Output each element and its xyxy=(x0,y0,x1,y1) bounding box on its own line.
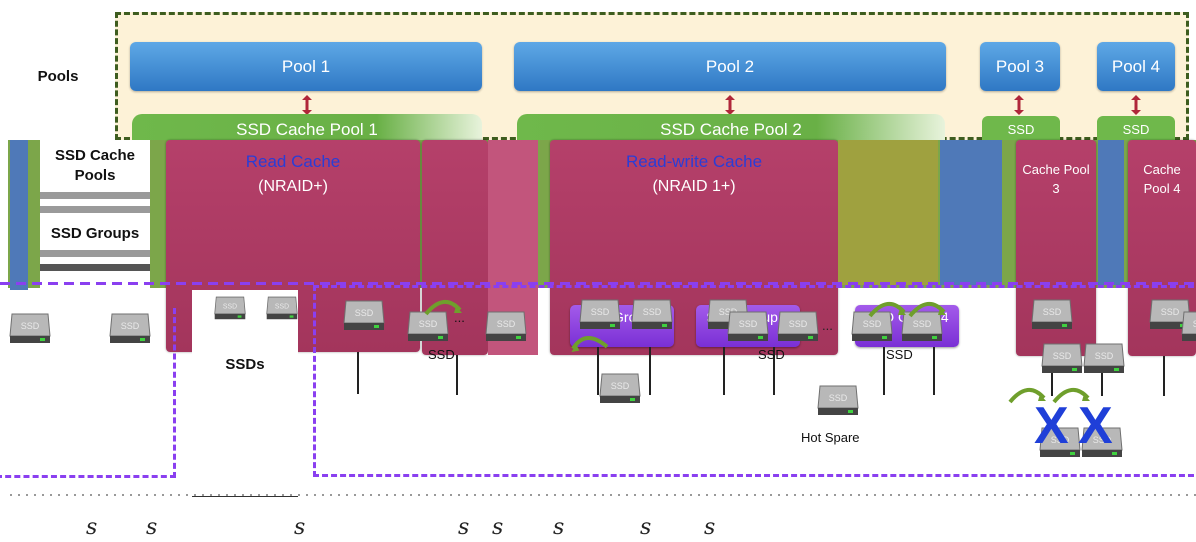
bottom-glyph: s xyxy=(294,515,306,540)
ssd-disk-icon xyxy=(8,310,52,344)
pool-4: Pool 4 xyxy=(1097,42,1175,91)
ssd-disk-icon xyxy=(1030,296,1074,330)
double-arrow-icon xyxy=(1014,95,1024,115)
failure-x-mark: X xyxy=(1078,397,1113,455)
connector-line xyxy=(723,347,725,395)
cache-pool-3-label: Cache Pool 3 xyxy=(1022,162,1090,196)
ssd-disk-icon xyxy=(598,370,642,404)
connector-line xyxy=(1163,356,1165,396)
divider xyxy=(40,264,150,271)
curved-arrow-icon xyxy=(868,298,908,318)
divider xyxy=(40,250,150,257)
failure-x-mark: X xyxy=(1034,397,1069,455)
ssd-region-right xyxy=(313,285,1196,477)
ssd-disk-icon xyxy=(484,308,528,342)
middle-strip xyxy=(940,140,1002,285)
ssd-label: SSD xyxy=(758,347,785,362)
ssd-disk-icon xyxy=(630,296,674,330)
connector-line xyxy=(456,355,458,395)
connector-line xyxy=(357,352,359,394)
bottom-glyph: s xyxy=(458,515,470,540)
connector-line xyxy=(1051,356,1053,396)
ssd-disk-icon xyxy=(578,296,622,330)
read-write-cache-title: Read-write Cache xyxy=(625,152,763,171)
left-strip xyxy=(10,140,28,290)
ssd-label: SSD xyxy=(428,347,455,362)
ssd-disk-icon xyxy=(108,310,152,344)
pool-2: Pool 2 xyxy=(514,42,946,91)
ssd-disk-icon xyxy=(342,297,386,331)
right-strip xyxy=(1098,140,1124,285)
bottom-glyph: s xyxy=(704,515,716,540)
ssd-groups-label: SSD Groups xyxy=(50,225,140,242)
pool-3: Pool 3 xyxy=(980,42,1060,91)
cache-segment xyxy=(838,140,938,285)
pools-label: Pools xyxy=(37,68,79,85)
divider xyxy=(40,192,150,199)
connector-line xyxy=(1101,356,1103,396)
ssd-disk-icon xyxy=(776,308,820,342)
double-arrow-icon xyxy=(725,95,735,115)
connector-line xyxy=(883,347,885,395)
bottom-glyph: s xyxy=(492,515,504,540)
ssd-disk-icon xyxy=(210,294,250,320)
connector-line xyxy=(773,347,775,395)
group-ellipsis: ... xyxy=(822,318,833,333)
top-dashed-line xyxy=(0,282,1196,285)
bottom-glyph: s xyxy=(640,515,652,540)
curved-arrow-icon xyxy=(424,296,464,316)
ssd-disk-icon xyxy=(1082,340,1126,374)
bottom-glyph: s xyxy=(553,515,565,540)
ssds-label-panel: SSDs xyxy=(192,290,298,497)
divider xyxy=(40,206,150,213)
read-cache-title: Read Cache xyxy=(245,152,341,171)
connector-line xyxy=(597,347,599,395)
ssds-label: SSDs xyxy=(225,356,265,373)
pool-1: Pool 1 xyxy=(130,42,482,91)
left-label-panel: SSD Cache Pools SSD Groups xyxy=(40,140,150,290)
ssd-disk-icon xyxy=(1180,308,1196,342)
ssd-disk-icon xyxy=(1040,340,1084,374)
ssd-disk-icon xyxy=(726,308,770,342)
read-cache-subtitle: (NRAID+) xyxy=(258,178,328,195)
read-write-cache-subtitle: (NRAID 1+) xyxy=(652,178,736,195)
cache-pool-4-label: Cache Pool 4 xyxy=(1143,162,1181,196)
bottom-glyph: s xyxy=(146,515,158,540)
hot-spare-disk-icon xyxy=(816,382,860,416)
bottom-glyph: s xyxy=(86,515,98,540)
disk-ellipsis: ... xyxy=(454,310,465,325)
ssd-cache-pools-label: SSD Cache Pools xyxy=(54,147,136,184)
double-arrow-icon xyxy=(1131,95,1141,115)
connector-line xyxy=(933,347,935,395)
curved-arrow-icon xyxy=(908,298,948,318)
ssd-label: SSD xyxy=(886,347,913,362)
connector-line xyxy=(649,347,651,395)
bottom-dotted-line xyxy=(10,494,1196,496)
hot-spare-label: Hot Spare xyxy=(801,430,860,445)
double-arrow-icon xyxy=(302,95,312,115)
ssd-region-left xyxy=(0,308,176,478)
ssd-disk-icon xyxy=(262,294,302,320)
